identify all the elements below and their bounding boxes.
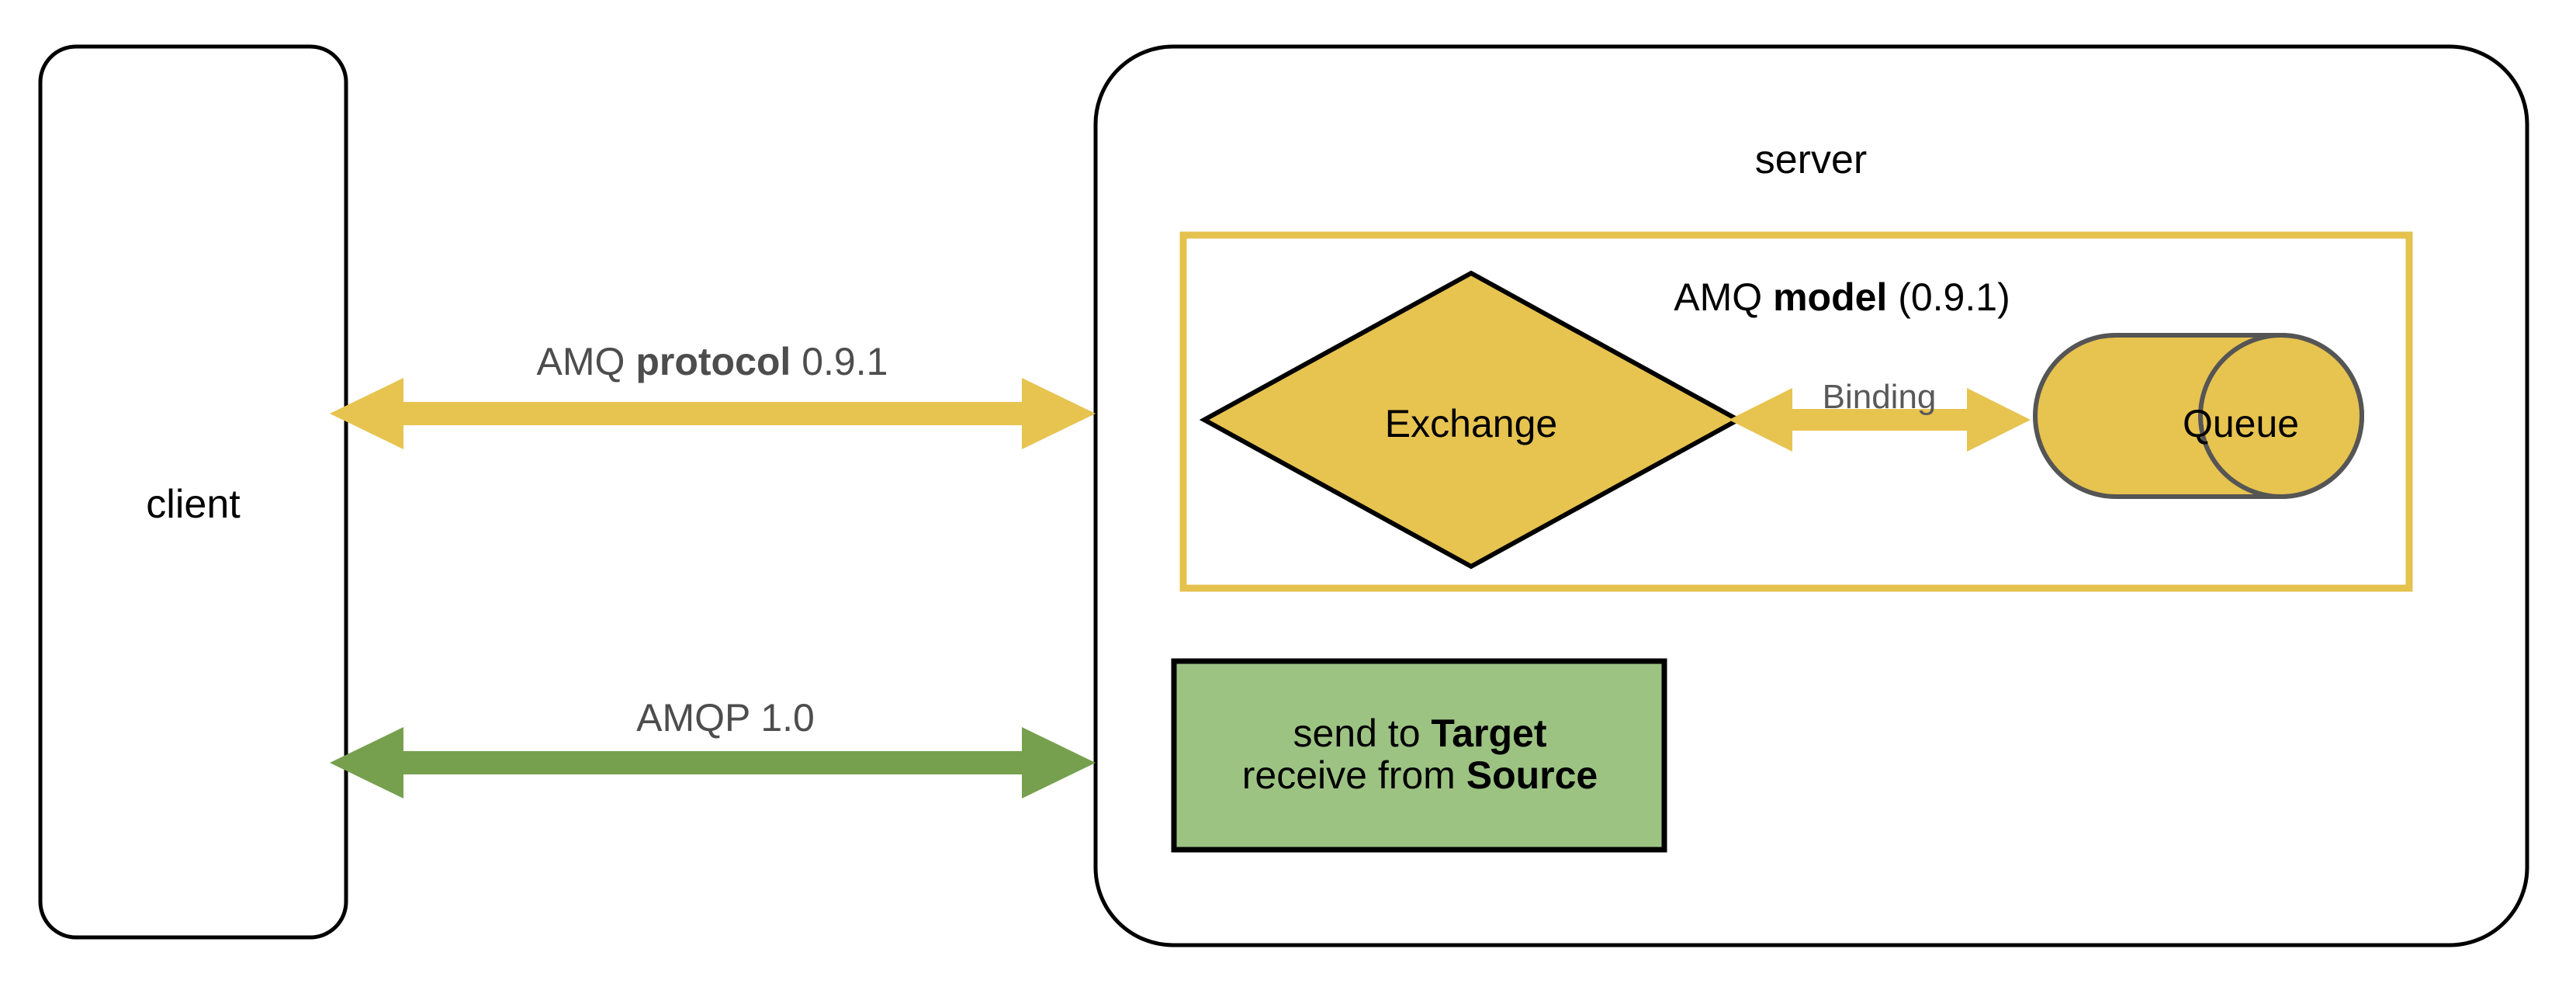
queue-label: Queue — [2182, 402, 2300, 445]
amq-model-label: AMQ model (0.9.1) — [1674, 276, 2010, 318]
server-label: server — [1754, 137, 1868, 182]
exchange-shape — [1199, 270, 1743, 570]
amqp-10-label: AMQP 1.0 — [636, 697, 815, 739]
amqp-semantics-line-1-prefix: send to — [1293, 712, 1432, 755]
amq-protocol-label-suffix: 0.9.1 — [791, 340, 888, 383]
amqp-10-arrow — [330, 727, 1096, 798]
queue-shape — [2033, 333, 2364, 499]
amq-model-boundary — [1179, 231, 2413, 592]
client-boundary — [38, 44, 348, 940]
amqp-semantics-line-2: receive from Source — [1242, 754, 1598, 796]
client-label: client — [146, 481, 241, 527]
amqp-semantics-line-1-bold: Target — [1431, 712, 1547, 755]
exchange-label: Exchange — [1384, 402, 1558, 445]
amq-protocol-label: AMQ protocol 0.9.1 — [537, 341, 888, 383]
amqp-semantics-label: send to Target receive from Source — [1242, 712, 1598, 796]
binding-label: Binding — [1822, 378, 1937, 417]
amq-protocol-label-bold: protocol — [635, 340, 791, 383]
amqp-10-label-prefix: AMQP 1.0 — [636, 696, 815, 739]
amq-model-label-suffix: (0.9.1) — [1887, 275, 2010, 319]
binding-arrow — [1729, 388, 2031, 452]
amqp-semantics-line-1: send to Target — [1242, 712, 1598, 754]
amq-model-label-bold: model — [1773, 275, 1888, 319]
amqp-semantics-line-2-bold: Source — [1466, 753, 1598, 797]
amqp-semantics-line-2-prefix: receive from — [1241, 753, 1466, 797]
amqp-semantics-box — [1171, 658, 1667, 853]
amq-protocol-label-prefix: AMQ — [536, 340, 636, 383]
amq-model-label-prefix: AMQ — [1674, 275, 1774, 319]
amq-protocol-arrow — [330, 378, 1096, 449]
